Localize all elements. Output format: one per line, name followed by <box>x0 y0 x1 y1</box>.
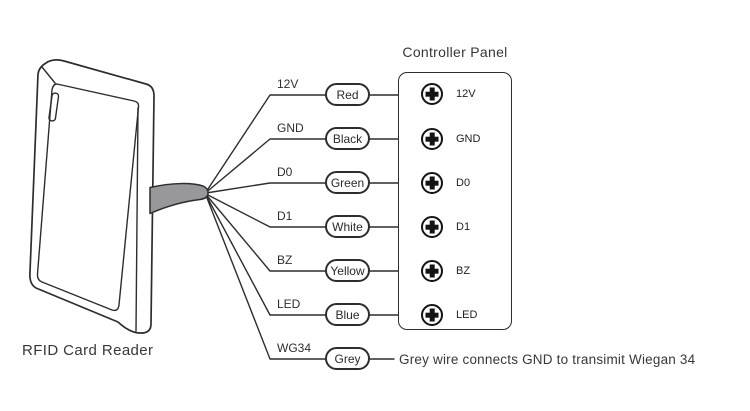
reader-side-edge <box>135 107 139 332</box>
wire-color-tag: Red <box>325 83 370 106</box>
wire-color-tag: Black <box>325 127 370 150</box>
wire-color-tag: Blue <box>325 303 370 326</box>
screw-terminal-icon <box>421 216 443 238</box>
wire-pin-label: D0 <box>277 165 293 179</box>
wiegand-note: Grey wire connects GND to transimit Wieg… <box>399 352 696 367</box>
screw-terminal-icon <box>421 83 443 105</box>
wire-color-tag: Grey <box>325 347 370 370</box>
wire-pin-label: BZ <box>277 253 293 267</box>
terminal-label: D0 <box>456 177 471 189</box>
wire-color-label: White <box>332 219 363 234</box>
terminal-row: BZ <box>421 260 470 282</box>
wire-pin-label: D1 <box>277 209 293 223</box>
terminal-row: D0 <box>421 172 470 194</box>
wire-color-label: Green <box>330 175 365 190</box>
reader-front-face <box>36 83 140 312</box>
controller-panel: 12V GND D0 D1 BZ LED <box>398 72 512 330</box>
wire-pin-label: WG34 <box>277 341 312 355</box>
wire-color-tag: White <box>325 215 370 238</box>
reader-led-slot <box>48 92 60 122</box>
screw-terminal-icon <box>421 260 443 282</box>
screw-terminal-icon <box>421 172 443 194</box>
terminal-label: BZ <box>456 265 471 277</box>
wire-bz <box>205 193 399 272</box>
wire-color-label: Blue <box>335 307 360 322</box>
wire-color-label: Red <box>336 87 359 102</box>
terminal-row: 12V <box>421 83 476 105</box>
wire-color-label: Grey <box>334 351 361 366</box>
terminal-label: D1 <box>456 221 471 233</box>
cable <box>149 182 209 215</box>
wire-color-tag: Green <box>325 171 370 194</box>
wire-color-label: Black <box>332 131 363 146</box>
reader-caption: RFID Card Reader <box>22 342 154 359</box>
terminal-row: LED <box>421 304 477 326</box>
screw-terminal-icon <box>421 128 443 150</box>
wire-color-tag: Yellow <box>325 259 370 282</box>
terminal-label: LED <box>456 309 478 321</box>
terminal-label: 12V <box>456 88 476 100</box>
reader-bevel-line <box>41 66 56 84</box>
terminal-label: GND <box>456 133 481 145</box>
wire-pin-label: GND <box>277 121 304 135</box>
controller-panel-title: Controller Panel <box>402 44 508 60</box>
terminal-row: D1 <box>421 216 470 238</box>
wire-led <box>205 194 399 316</box>
terminal-row: GND <box>421 128 480 150</box>
screw-terminal-icon <box>421 304 443 326</box>
wire-pin-label: 12V <box>277 77 299 91</box>
wire-pin-label: LED <box>277 297 301 311</box>
wire-color-label: Yellow <box>330 263 365 278</box>
